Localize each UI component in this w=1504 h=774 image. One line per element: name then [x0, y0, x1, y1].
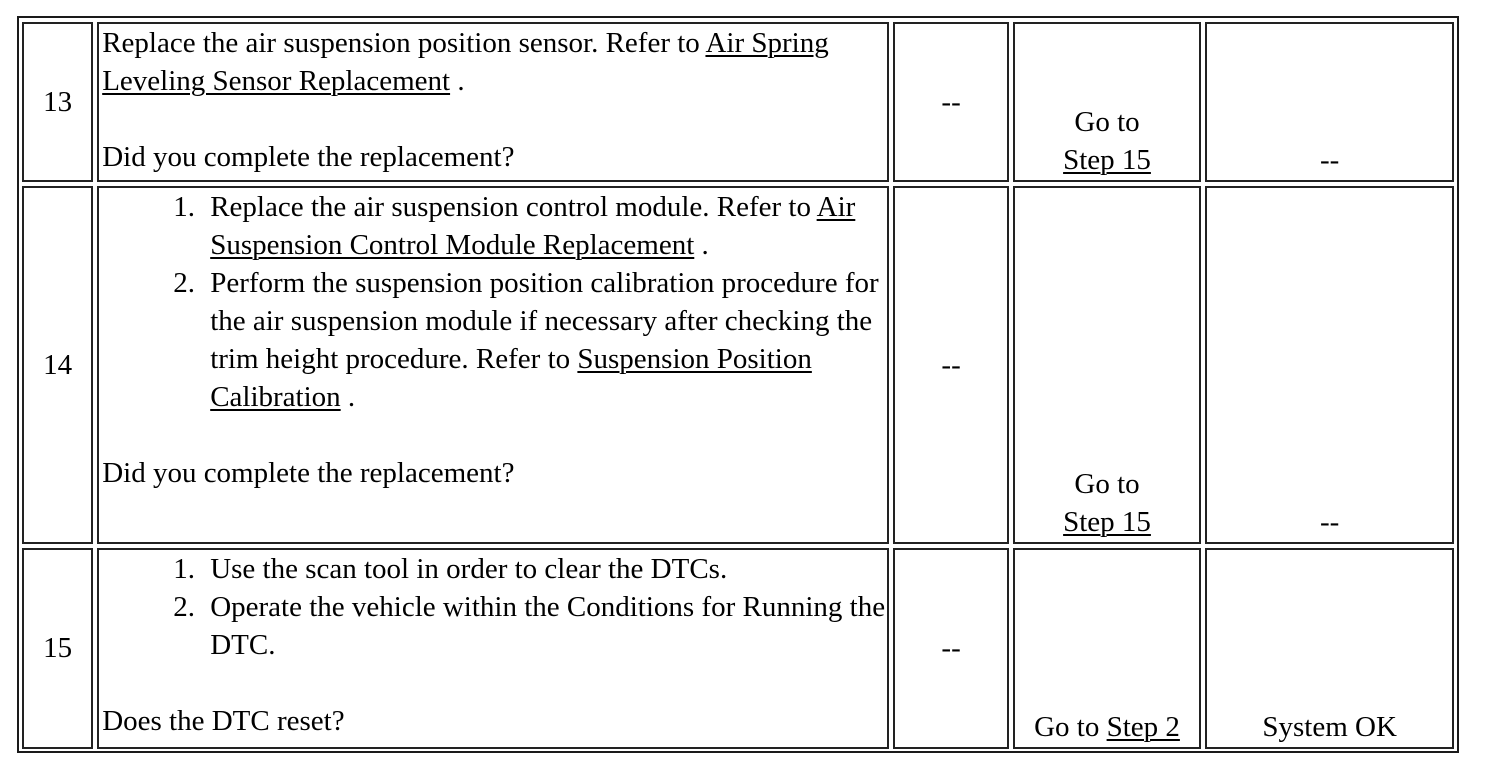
link-air-suspension-control-module-replacement[interactable]: Air Suspension Control Module Replacemen…: [210, 191, 856, 262]
yes-action: Go to Step 15: [1012, 186, 1202, 544]
step-action: Replace the air suspension position sens…: [97, 22, 890, 183]
step-action: Replace the air suspension control modul…: [97, 186, 890, 544]
action-list: Replace the air suspension control modul…: [102, 188, 887, 416]
step-value: --: [893, 186, 1009, 544]
spacer: [102, 100, 887, 138]
list-item: Replace the air suspension control modul…: [202, 188, 887, 264]
list-item-suffix: .: [340, 381, 356, 414]
step-question: Did you complete the replacement?: [102, 141, 515, 173]
list-item: Perform the suspension position calibrat…: [202, 264, 887, 416]
table-frame: [17, 16, 1459, 753]
action-suffix: .: [450, 65, 465, 97]
spacer: [102, 416, 887, 454]
list-item-text: Replace the air suspension control modul…: [210, 191, 817, 224]
no-action: System OK: [1205, 547, 1454, 749]
list-item-text: Use the scan tool in order to clear the …: [210, 552, 728, 585]
table-row: 13 Replace the air suspension position s…: [22, 22, 1454, 183]
list-item: Use the scan tool in order to clear the …: [202, 550, 887, 588]
link-air-spring-leveling-sensor-replacement[interactable]: Air Spring Leveling Sensor Replacement: [102, 27, 829, 97]
link-suspension-position-calibration[interactable]: Suspension Position Calibration: [210, 343, 812, 414]
step-action: Use the scan tool in order to clear the …: [97, 547, 890, 749]
yes-prefix: Go to: [1034, 711, 1107, 743]
link-step-15[interactable]: Step 15: [1063, 144, 1151, 177]
step-number: 13: [22, 22, 94, 183]
no-action: --: [1205, 186, 1454, 544]
table-row: 14 Replace the air suspension control mo…: [22, 186, 1454, 544]
yes-action: Go to Step 2: [1012, 547, 1202, 749]
no-action: --: [1205, 22, 1454, 183]
action-text: Replace the air suspension position sens…: [102, 27, 706, 59]
yes-prefix: Go to: [1074, 467, 1140, 500]
step-number: 15: [22, 547, 94, 749]
action-list: Use the scan tool in order to clear the …: [102, 550, 887, 664]
step-value: --: [893, 547, 1009, 749]
spacer: [102, 664, 887, 702]
list-item-suffix: .: [694, 229, 709, 262]
table-row: 15 Use the scan tool in order to clear t…: [22, 547, 1454, 749]
link-step-2[interactable]: Step 2: [1106, 711, 1180, 743]
step-number: 14: [22, 186, 94, 544]
list-item: Operate the vehicle within the Condition…: [202, 588, 887, 664]
link-step-15[interactable]: Step 15: [1063, 505, 1151, 538]
list-item-text: Perform the suspension position calibrat…: [210, 267, 879, 376]
yes-action: Go to Step 15: [1012, 22, 1202, 183]
step-question: Does the DTC reset?: [102, 704, 345, 737]
step-value: --: [893, 22, 1009, 183]
list-item-text: Operate the vehicle within the Condition…: [210, 590, 886, 661]
diagnostic-steps-table: 13 Replace the air suspension position s…: [18, 18, 1458, 753]
yes-prefix: Go to: [1074, 106, 1140, 139]
step-question: Did you complete the replacement?: [102, 457, 515, 490]
